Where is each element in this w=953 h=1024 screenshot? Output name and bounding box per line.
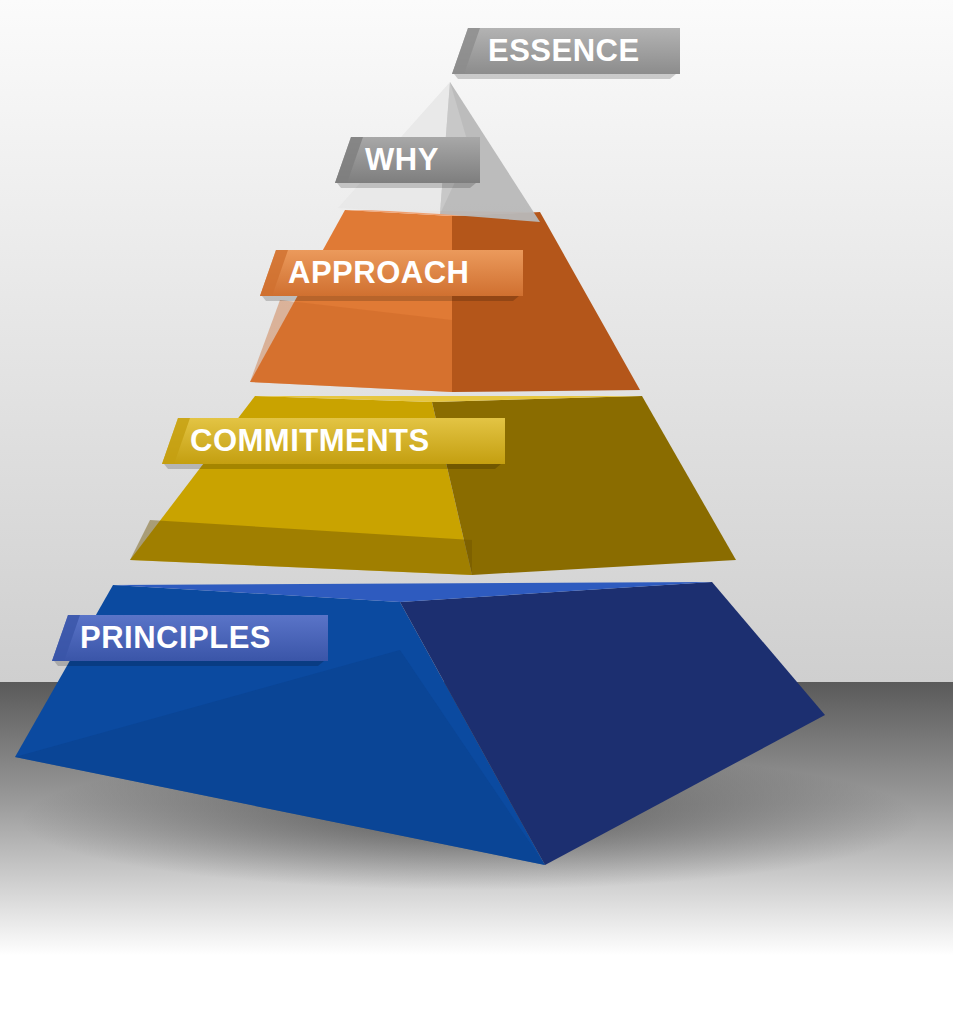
level-label: WHY [365, 137, 439, 183]
level-label: PRINCIPLES [80, 615, 271, 661]
level-banner: WHY [335, 137, 480, 183]
level-banner: APPROACH [260, 250, 523, 296]
level-label: ESSENCE [488, 28, 640, 74]
level-banner: COMMITMENTS [162, 418, 505, 464]
level-label: COMMITMENTS [190, 418, 430, 464]
level-banner: ESSENCE [452, 28, 680, 74]
level-banner: PRINCIPLES [52, 615, 328, 661]
level-label: APPROACH [288, 250, 469, 296]
